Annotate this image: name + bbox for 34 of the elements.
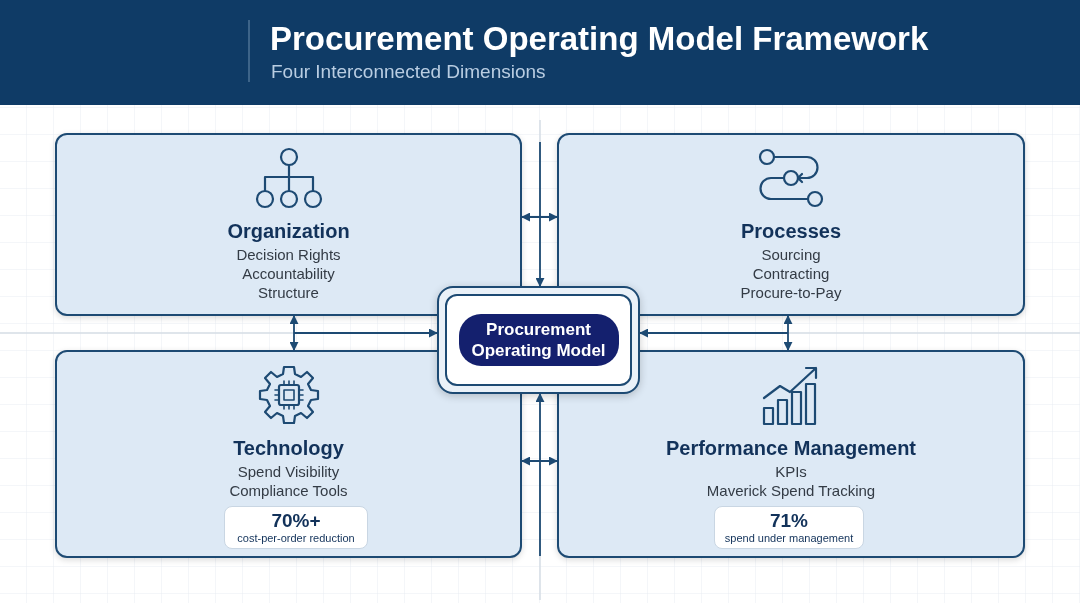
hub-title-pill: Procurement Operating Model [458,314,619,366]
hub-box [437,286,640,394]
dimension-item: Sourcing [761,245,821,264]
connector-arrow [639,328,789,338]
dimension-item: Structure [258,283,319,302]
connector-arrow [783,315,793,351]
dimension-item: Contracting [752,264,830,283]
stat-caption: cost-per-order reduction [237,531,355,545]
stat-card [714,506,864,549]
stat-caption: spend under management [724,531,854,545]
dimension-item: Compliance Tools [229,481,348,500]
dimension-item: Procure-to-Pay [740,283,842,302]
connector-arrow [535,141,545,287]
connector-arrow [289,315,299,351]
dimension-card [55,133,522,316]
card-heading: Processes [740,219,842,243]
connector-arrow [521,456,558,466]
dimension-item: Decision Rights [236,245,341,264]
card-heading: Organization [227,219,350,243]
dimension-item: Accountability [242,264,335,283]
dimension-item: KPIs [775,462,807,481]
connector-arrow [535,393,545,557]
connector-arrow [293,328,438,338]
page-title: Procurement Operating Model Framework [270,20,929,58]
stat-value: 70%+ [271,510,321,531]
card-heading: Performance Management [665,436,917,460]
card-heading: Technology [233,436,344,460]
page-subtitle: Four Interconnected Dimensions [271,61,546,83]
dimension-card [557,133,1025,316]
connector-arrow [521,212,558,222]
dimension-item: Spend Visibility [237,462,340,481]
stat-value: 71% [770,510,808,531]
dimension-item: Maverick Spend Tracking [706,481,876,500]
stat-card [224,506,368,549]
